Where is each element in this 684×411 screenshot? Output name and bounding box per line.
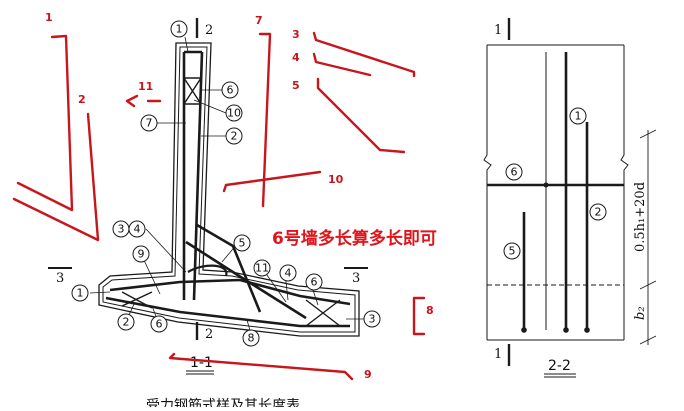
svg-text:4: 4 [285, 267, 292, 280]
cut-mark-2-bottom: 2 [205, 327, 213, 342]
svg-text:6: 6 [156, 318, 163, 331]
rebar-4-diagonal [185, 240, 307, 320]
rebar-2-stem [192, 51, 204, 301]
red-mark-5: 5 [292, 79, 300, 92]
svg-text:10: 10 [227, 107, 241, 120]
rebar-base-top [109, 278, 351, 306]
red-mark-9: 10 [328, 173, 344, 186]
callout-6-top: 6 [221, 81, 239, 99]
red-mark-3: 3 [292, 28, 300, 41]
cut-mark-1-top: 1 [494, 23, 502, 38]
callout-4-heel: 4 [279, 264, 297, 282]
section-2-2: 0.5h₁+20d b₂ 6 1 2 5 1 1 2-2 [483, 18, 657, 378]
callout-3-heel: 3 [363, 310, 381, 328]
dimension-label-upper: 0.5h₁+20d [633, 182, 648, 252]
red-mark-11: 8 [426, 304, 434, 317]
section-1-1 [98, 42, 360, 337]
rebar-5-diagonal [196, 223, 262, 313]
rebar-base-bottom [105, 296, 350, 328]
dimension-label-lower: b₂ [633, 306, 648, 320]
callout-2-stem: 2 [225, 127, 243, 145]
rebar-toe-stirrup [121, 291, 153, 309]
callouts-1-1: 1 6 10 7 2 3 4 5 9 1 2 6 11 4 6 3 8 [71, 20, 381, 347]
wall-inner-cover [102, 46, 356, 333]
svg-text:3: 3 [118, 223, 125, 236]
svg-text:6: 6 [311, 276, 318, 289]
red-mark-10: 11 [138, 80, 153, 93]
callout-6-elev: 6 [505, 163, 523, 181]
bar-end [584, 327, 590, 333]
callout-6-heel: 6 [305, 273, 323, 291]
svg-text:1: 1 [77, 287, 84, 300]
red-mark-8: 9 [364, 368, 372, 381]
svg-text:6: 6 [227, 84, 234, 97]
bar-end [563, 327, 569, 333]
svg-text:1: 1 [575, 110, 582, 123]
section-title-1-1: 1-1 [190, 355, 213, 371]
callout-1-elev: 1 [569, 107, 587, 125]
svg-text:5: 5 [509, 245, 516, 258]
svg-text:11: 11 [255, 262, 269, 275]
wall-outline [98, 42, 360, 337]
svg-text:9: 9 [138, 248, 145, 261]
elevation-left-edge [483, 45, 492, 340]
rebar-heel-stirrup [305, 299, 341, 327]
svg-text:5: 5 [239, 237, 246, 250]
red-mark-2: 2 [78, 93, 86, 106]
callout-6-toe: 6 [150, 315, 168, 333]
callout-7: 7 [140, 114, 158, 132]
svg-text:3: 3 [369, 313, 376, 326]
bar-end [521, 327, 527, 333]
svg-text:8: 8 [248, 332, 255, 345]
svg-text:6: 6 [511, 166, 518, 179]
callout-2-elev: 2 [589, 203, 607, 221]
annotation-note: 6号墙多长算多长即可 [272, 228, 437, 249]
callout-3-stem: 3 [112, 220, 130, 238]
callout-8: 8 [242, 329, 260, 347]
svg-text:2: 2 [231, 130, 238, 143]
cut-mark-1-bottom: 1 [494, 347, 502, 362]
cut-mark-3-right: 3 [352, 271, 360, 286]
callout-5: 5 [233, 234, 251, 252]
figure-caption: 受力钢筋式样及其长度表 [146, 397, 300, 407]
callout-10: 10 [225, 104, 243, 122]
elevation-right-edge [620, 45, 629, 340]
callout-5-elev: 5 [503, 242, 521, 260]
callout-9: 9 [132, 245, 150, 263]
section-title-2-2: 2-2 [548, 358, 571, 374]
red-markup: 1 2 11 7 10 3 4 5 8 9 [12, 11, 434, 381]
callout-2-toe: 2 [117, 313, 135, 331]
svg-text:2: 2 [123, 316, 130, 329]
callout-1-top: 1 [170, 20, 188, 38]
svg-text:4: 4 [134, 223, 141, 236]
cut-marks-1-1: 2 2 3 3 [48, 18, 368, 342]
cut-mark-2-top: 2 [205, 23, 213, 38]
svg-text:2: 2 [595, 206, 602, 219]
bar-joint [543, 182, 549, 188]
svg-text:1: 1 [176, 23, 183, 36]
callout-1-toe: 1 [71, 284, 89, 302]
rebar-10-stirrup [183, 77, 202, 105]
rebar-loop [187, 264, 228, 277]
cut-mark-3-left: 3 [56, 271, 64, 286]
red-mark-1: 1 [45, 11, 53, 24]
red-mark-4: 4 [292, 51, 300, 64]
svg-text:7: 7 [146, 117, 153, 130]
red-mark-7: 7 [255, 14, 263, 27]
callout-4-stem: 4 [128, 220, 146, 238]
callout-11: 11 [253, 259, 271, 277]
